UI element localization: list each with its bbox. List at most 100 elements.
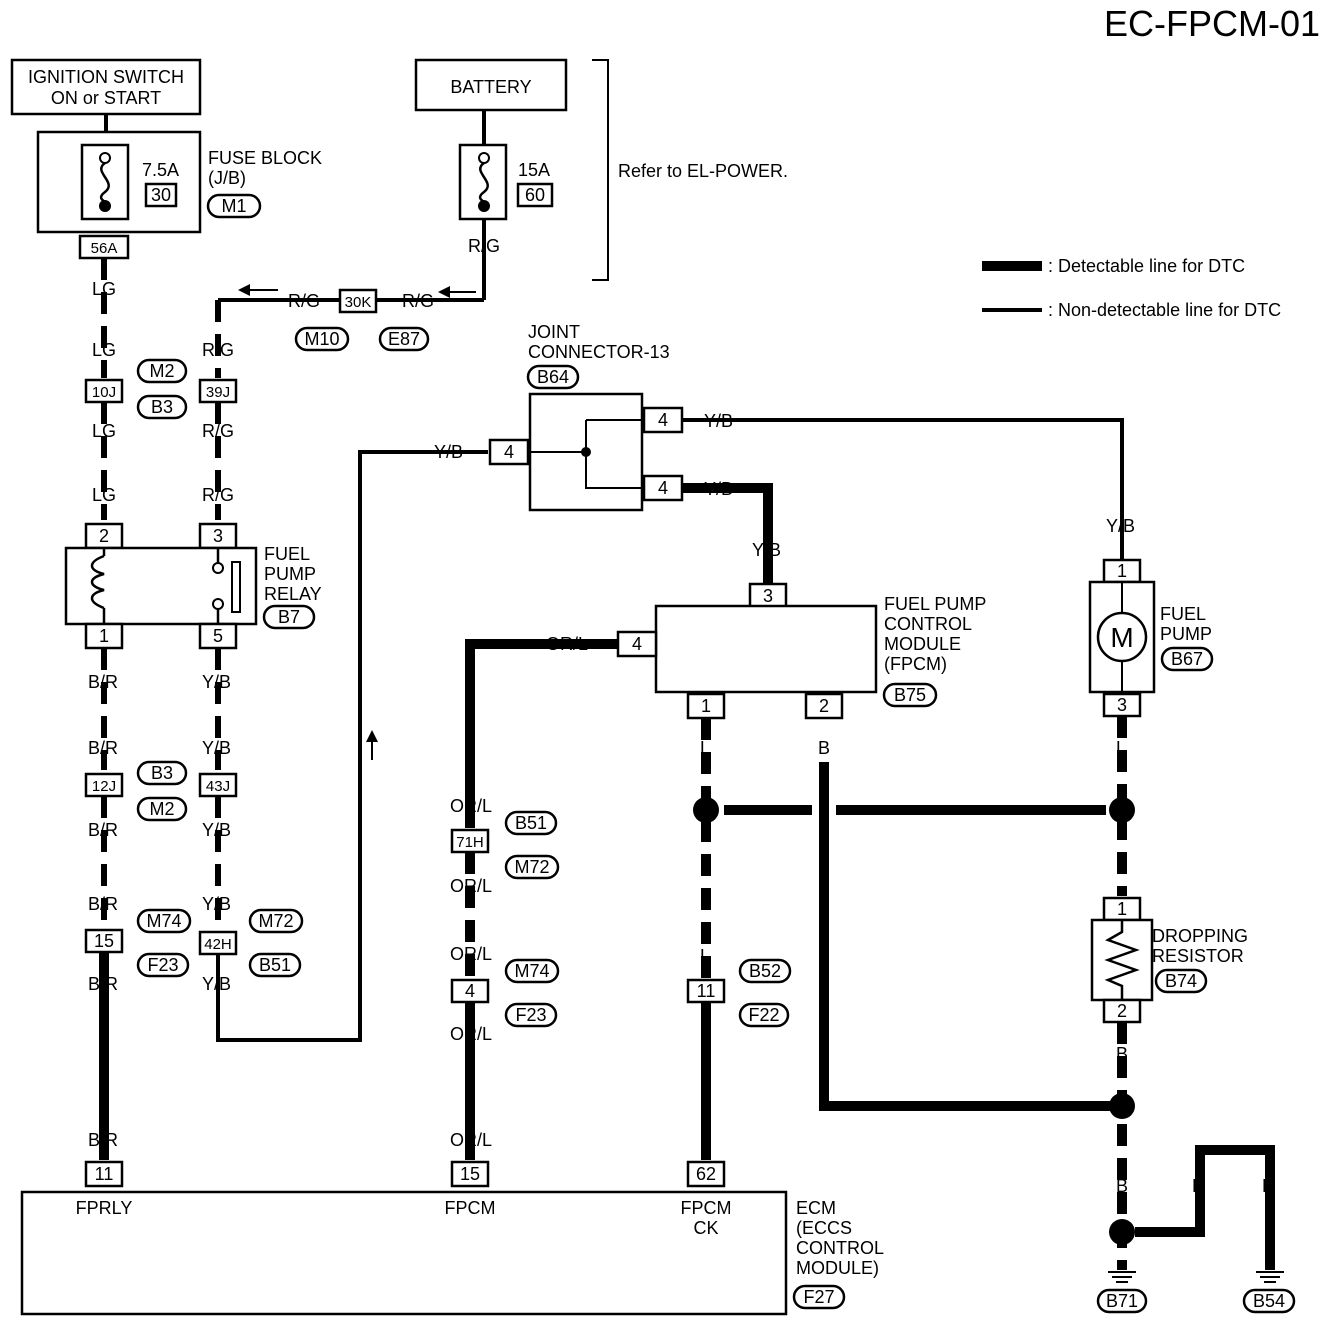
wire-rg-1: R/G <box>468 236 500 256</box>
relay-label-1: FUEL <box>264 544 310 564</box>
ecm-pin-62: 62 <box>696 1164 716 1184</box>
refer-note: Refer to EL-POWER. <box>618 161 788 181</box>
connector-39j: 39J <box>206 384 230 401</box>
fuel-pump-label-1: FUEL <box>1160 604 1206 624</box>
wire-yb-3: Y/B <box>202 820 231 840</box>
wire-yb-9: Y/B <box>704 479 733 499</box>
wire-l-4: L <box>700 1130 710 1150</box>
battery-fuse-rating: 15A <box>518 160 550 180</box>
wire-orl-6: OR/L <box>450 1130 492 1150</box>
joint-connector-label-1: JOINT <box>528 322 580 342</box>
resistor-pin-1: 1 <box>1117 899 1127 919</box>
fuel-pump-label-2: PUMP <box>1160 624 1212 644</box>
wire-yb-10: Y/B <box>752 540 781 560</box>
wire-rg-4: R/G <box>202 340 234 360</box>
battery-box <box>414 58 568 112</box>
legend-detectable: : Detectable line for DTC <box>1048 256 1245 276</box>
fpcm-label-3: MODULE <box>884 634 961 654</box>
ecm-connector: F27 <box>803 1287 834 1307</box>
connector-30k: 30K <box>345 294 372 311</box>
ecm-fpcm-ck-2: CK <box>693 1218 718 1238</box>
wire-yb-4: Y/B <box>202 894 231 914</box>
fpcm-label-4: (FPCM) <box>884 654 947 674</box>
relay-pin-5: 5 <box>213 626 223 646</box>
fuse-block-jb: (J/B) <box>208 168 246 188</box>
battery-fuse-number: 60 <box>525 185 545 205</box>
connector-4: 4 <box>465 981 475 1001</box>
wire-lg-1: LG <box>92 279 116 299</box>
pump-pin-3: 3 <box>1117 695 1127 715</box>
connector-b51-left: B51 <box>259 955 291 975</box>
battery-label: BATTERY <box>450 77 531 97</box>
pump-pin-1: 1 <box>1117 561 1127 581</box>
wire-orl-1: OR/L <box>546 634 588 654</box>
wire-yb-6: Y/B <box>434 442 463 462</box>
ecm-fpcm: FPCM <box>445 1198 496 1218</box>
wire-br-4: B/R <box>88 894 118 914</box>
terminal-56a: 56A <box>91 240 118 257</box>
fpcm-pin-2: 2 <box>819 696 829 716</box>
fuel-pump-connector: B67 <box>1171 649 1203 669</box>
fpcm-label-1: FUEL PUMP <box>884 594 986 614</box>
connector-10j: 10J <box>92 384 116 401</box>
fpcm-pin-4: 4 <box>632 634 642 654</box>
fuse-number: 30 <box>151 185 171 205</box>
ecm-fprly: FPRLY <box>76 1198 133 1218</box>
wire-orl-4: OR/L <box>450 944 492 964</box>
wire-lg-3: LG <box>92 421 116 441</box>
wire-br-6: B/R <box>88 1130 118 1150</box>
fuse-rating: 7.5A <box>142 160 179 180</box>
wire-br-5: B/R <box>88 974 118 994</box>
fpcm-pin-1: 1 <box>701 696 711 716</box>
resistor-connector: B74 <box>1165 971 1197 991</box>
joint-connector-connector: B64 <box>537 367 569 387</box>
wire-l-3: L <box>700 1024 710 1044</box>
wire-lg-4: LG <box>92 485 116 505</box>
wire-lg-2: LG <box>92 340 116 360</box>
fuse-block-connector: M1 <box>221 196 246 216</box>
fpcm-box <box>654 604 878 694</box>
ignition-switch-box <box>10 58 202 116</box>
connector-m74-mid: M74 <box>514 961 549 981</box>
ground-icon <box>1108 1271 1136 1283</box>
resistor-label-2: RESISTOR <box>1152 946 1244 966</box>
ecm-pin-15: 15 <box>460 1164 480 1184</box>
wire-br-2: B/R <box>88 738 118 758</box>
ground-b71: B71 <box>1106 1291 1138 1311</box>
diagram-title: EC-FPCM-01 <box>1104 3 1320 44</box>
connector-f23-mid: F23 <box>515 1005 546 1025</box>
wire-yb-2: Y/B <box>202 738 231 758</box>
wire-b-1: B <box>818 738 830 758</box>
connector-f22: F22 <box>748 1005 779 1025</box>
relay-pin-2: 2 <box>99 526 109 546</box>
joint-pin-left: 4 <box>504 442 514 462</box>
connector-m10: M10 <box>304 329 339 349</box>
wire-rg-6: R/G <box>202 485 234 505</box>
ecm-pin-11: 11 <box>95 1164 114 1184</box>
fuse-7-5a <box>80 143 130 221</box>
wire-br-3: B/R <box>88 820 118 840</box>
connector-b3-mid: B3 <box>151 763 173 783</box>
wire-b-4: B <box>1192 1176 1204 1196</box>
fpcm-connector: B75 <box>894 685 926 705</box>
connector-b3-top: B3 <box>151 397 173 417</box>
wire-rg-2: R/G <box>402 291 434 311</box>
joint-pin-top-right: 4 <box>658 410 668 430</box>
connector-42h: 42H <box>204 936 232 953</box>
wire-l-5: L <box>1116 738 1126 758</box>
ecm-fpcm-ck-1: FPCM <box>681 1198 732 1218</box>
wire-yb-1: Y/B <box>202 672 231 692</box>
connector-15: 15 <box>94 931 114 951</box>
ecm-label-1: ECM <box>796 1198 836 1218</box>
connector-b51-mid: B51 <box>515 813 547 833</box>
ecm-label-4: MODULE) <box>796 1258 879 1278</box>
connector-m74-left: M74 <box>146 911 181 931</box>
wire-rg-5: R/G <box>202 421 234 441</box>
wire-b-2: B <box>1116 1044 1128 1064</box>
wire-l-2: L <box>700 946 710 966</box>
wire-b-3: B <box>1116 1176 1128 1196</box>
connector-m2-top: M2 <box>149 361 174 381</box>
connector-11: 11 <box>697 981 716 1001</box>
connector-f23-left: F23 <box>147 955 178 975</box>
